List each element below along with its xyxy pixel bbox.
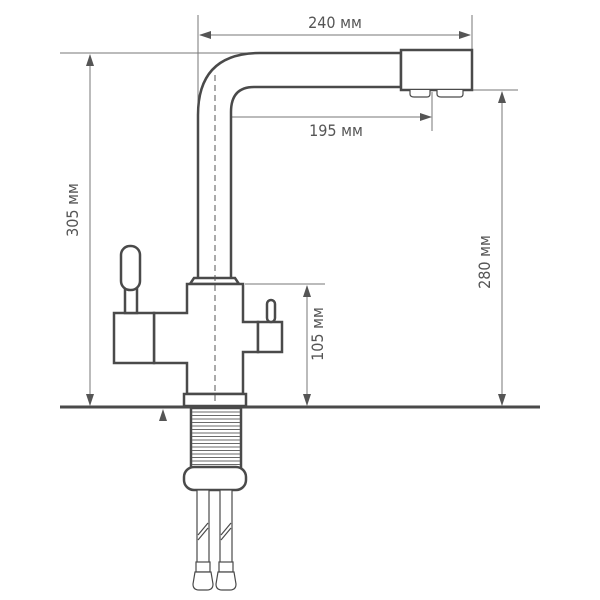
mount-arrow-icon	[159, 409, 167, 421]
extension-lines	[60, 15, 518, 285]
right-handle-box	[256, 320, 284, 354]
hose-left	[192, 489, 214, 591]
thread-lines	[192, 411, 240, 465]
label-195: 195 мм	[309, 121, 363, 140]
right-lever	[265, 298, 277, 324]
hose-right	[215, 489, 237, 591]
label-240: 240 мм	[308, 13, 362, 32]
faucet-body	[152, 282, 260, 396]
aerator-nozzle	[409, 90, 431, 98]
dim-305	[86, 54, 94, 406]
left-lever-stem	[123, 286, 139, 315]
left-lever	[119, 244, 142, 292]
threaded-shank	[189, 406, 243, 470]
label-305: 305 мм	[63, 183, 82, 237]
spout-head	[399, 48, 474, 92]
mount-nut	[182, 465, 248, 492]
label-105: 105 мм	[308, 307, 327, 361]
left-handle-box	[112, 311, 156, 365]
dim-280	[498, 91, 506, 406]
spout	[196, 51, 403, 282]
dim-240	[199, 31, 471, 39]
label-280: 280 мм	[475, 235, 494, 289]
dim-195	[215, 113, 432, 121]
dim-105	[303, 285, 311, 406]
filter-nozzle	[436, 90, 464, 98]
